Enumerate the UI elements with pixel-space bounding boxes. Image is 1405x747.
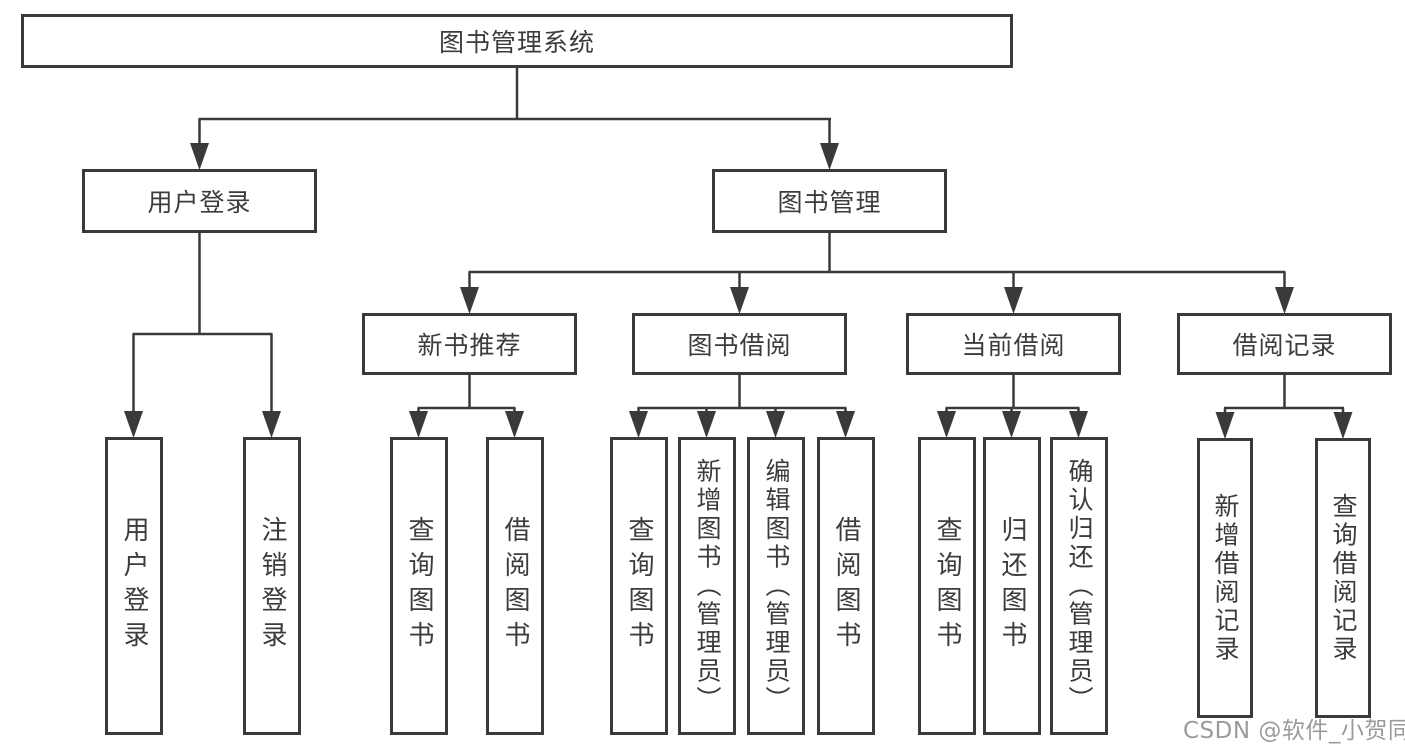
node-root-system: 图书管理系统 <box>21 14 1013 68</box>
node-new-book-recommend: 新书推荐 <box>362 313 577 375</box>
node-book-borrow-label: 图书借阅 <box>687 331 792 360</box>
node-book-borrow: 图书借阅 <box>632 313 847 375</box>
leaf-add-borrow-record: 新增借阅记录 <box>1197 438 1253 718</box>
leaf-return-book: 归还图书 <box>983 437 1041 735</box>
leaf-query-book-2: 查询图书 <box>610 437 668 735</box>
node-book-management-label: 图书管理 <box>777 188 882 217</box>
node-current-borrow-label: 当前借阅 <box>961 331 1066 360</box>
node-new-book-recommend-label: 新书推荐 <box>417 331 522 360</box>
node-borrow-records-label: 借阅记录 <box>1232 331 1337 360</box>
leaf-query-borrow-record: 查询借阅记录 <box>1315 438 1371 718</box>
leaf-confirm-return-admin: 确认归还（管理员） <box>1050 437 1108 735</box>
leaf-logout-login: 注销登录 <box>243 437 301 735</box>
node-book-management: 图书管理 <box>712 169 947 233</box>
leaf-user-login: 用户登录 <box>105 437 163 735</box>
node-borrow-records: 借阅记录 <box>1177 313 1392 375</box>
leaf-edit-book-admin: 编辑图书（管理员） <box>747 437 805 735</box>
leaf-query-book-3: 查询图书 <box>918 437 976 735</box>
csdn-watermark: CSDN @软件_小贺同学 <box>1183 718 1405 744</box>
node-current-borrow: 当前借阅 <box>906 313 1121 375</box>
leaf-borrow-book-2: 借阅图书 <box>817 437 875 735</box>
leaf-query-book: 查询图书 <box>390 437 448 735</box>
node-user-login-label: 用户登录 <box>147 188 252 217</box>
leaf-add-book-admin: 新增图书（管理员） <box>678 437 736 735</box>
node-root-label: 图书管理系统 <box>438 28 595 57</box>
node-user-login: 用户登录 <box>82 169 317 233</box>
leaf-borrow-book: 借阅图书 <box>486 437 544 735</box>
